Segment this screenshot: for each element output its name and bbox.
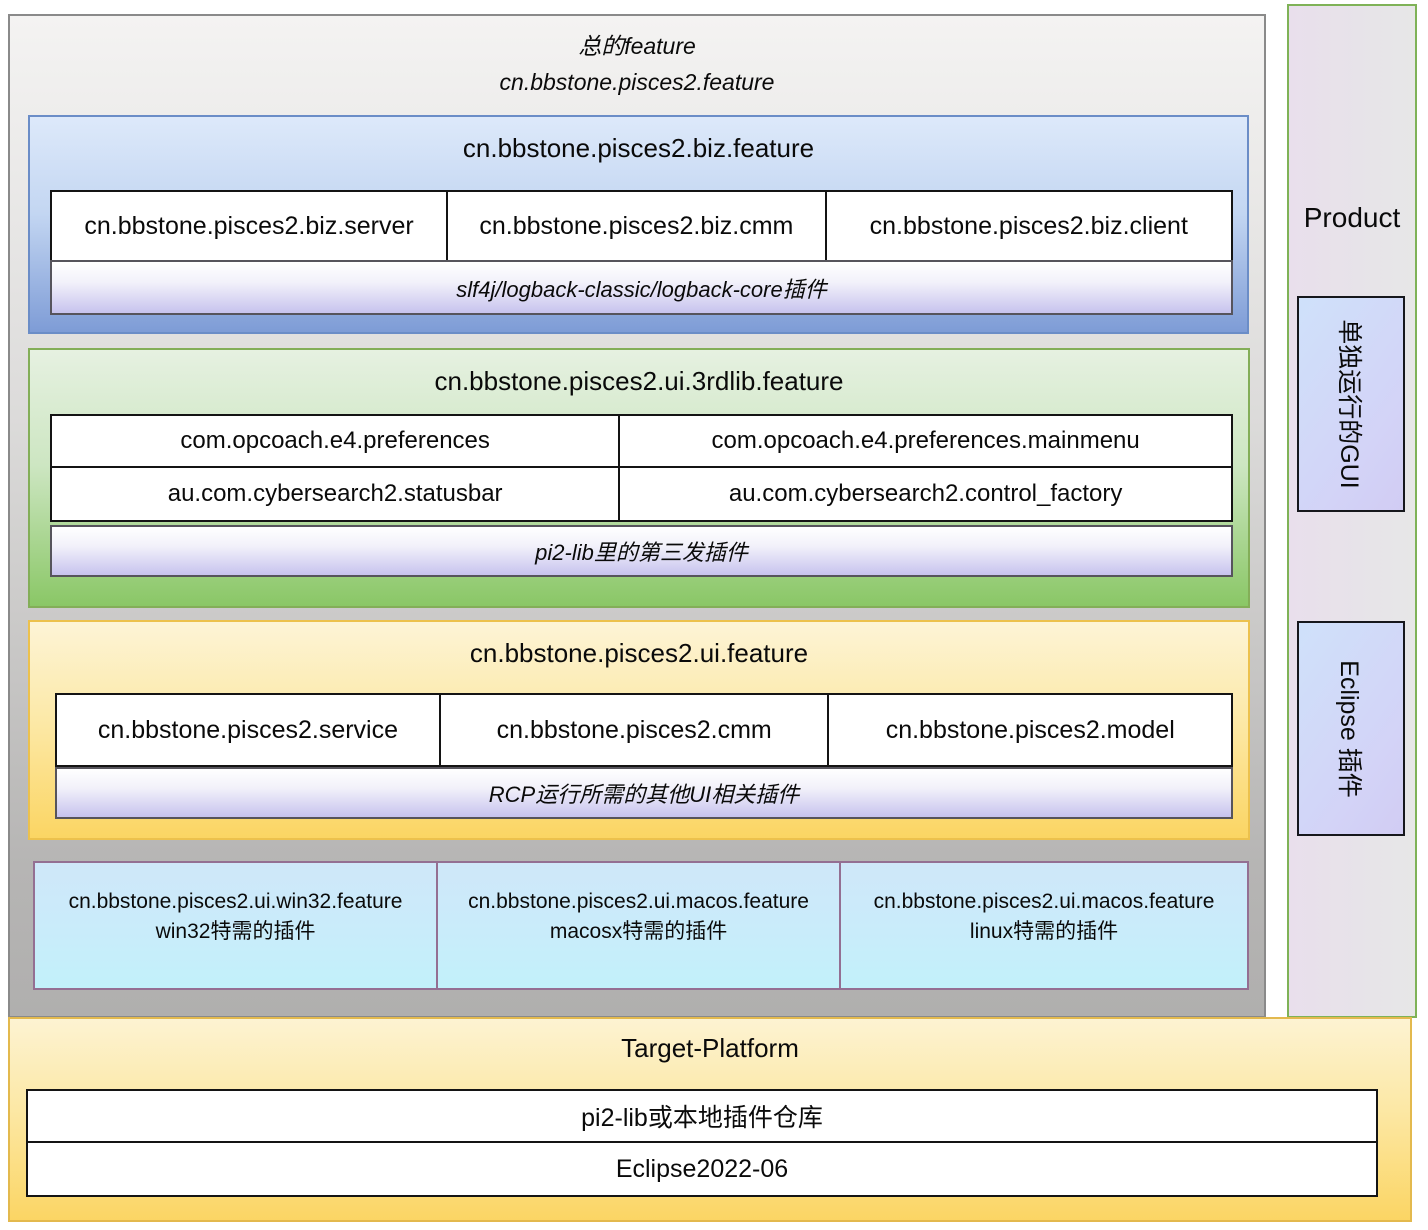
root-title-line1: 总的feature <box>578 33 696 59</box>
repo-row-pi2lib: pi2-lib或本地插件仓库 <box>28 1091 1376 1143</box>
product-sidebar: Product 单独运行的GUI Eclipse 插件 <box>1287 4 1417 1018</box>
plugin-box-biz-server: cn.bbstone.pisces2.biz.server <box>52 192 449 260</box>
plugin-box-control-factory: au.com.cybersearch2.control_factory <box>728 480 1123 507</box>
os-feature-id: cn.bbstone.pisces2.ui.win32.feature <box>68 890 403 913</box>
biz-feature-box: cn.bbstone.pisces2.biz.feature cn.bbston… <box>28 115 1249 334</box>
os-feature-label: win32特需的插件 <box>155 920 316 943</box>
eclipse-plugin-label: Eclipse 插件 <box>1335 659 1363 798</box>
plugin-box-biz-cmm: cn.bbstone.pisces2.biz.cmm <box>448 192 827 260</box>
eclipse-plugin-box: Eclipse 插件 <box>1297 621 1405 836</box>
root-feature-title: 总的feature cn.bbstone.pisces2.feature <box>10 28 1264 100</box>
standalone-gui-box: 单独运行的GUI <box>1297 296 1405 512</box>
os-feature-box-macos: cn.bbstone.pisces2.ui.macos.feature maco… <box>436 861 842 990</box>
plugin-box-service: cn.bbstone.pisces2.service <box>57 695 441 765</box>
ui-plugin-row: cn.bbstone.pisces2.service cn.bbstone.pi… <box>55 693 1233 767</box>
ui-note-bar: RCP运行所需的其他UI相关插件 <box>55 767 1233 819</box>
os-feature-id: cn.bbstone.pisces2.ui.macos.feature <box>873 890 1215 913</box>
os-feature-id: cn.bbstone.pisces2.ui.macos.feature <box>468 890 809 913</box>
product-label: Product <box>1303 202 1401 233</box>
biz-plugin-row: cn.bbstone.pisces2.biz.server cn.bbstone… <box>50 190 1233 262</box>
root-title-line2: cn.bbstone.pisces2.feature <box>499 69 775 95</box>
os-feature-box-win32: cn.bbstone.pisces2.ui.win32.feature win3… <box>33 861 439 990</box>
plugin-box-biz-client: cn.bbstone.pisces2.biz.client <box>869 211 1188 240</box>
os-feature-box-linux: cn.bbstone.pisces2.ui.macos.feature linu… <box>839 861 1249 990</box>
repo-row-eclipse: Eclipse2022-06 <box>615 1154 789 1183</box>
plugin-box-preferences-mainmenu: com.opcoach.e4.preferences.mainmenu <box>620 416 1231 468</box>
plugin-box-preferences: com.opcoach.e4.preferences <box>52 416 621 468</box>
target-platform-title: Target-Platform <box>621 1033 799 1063</box>
os-feature-label: macosx特需的插件 <box>549 920 728 943</box>
thirdlib-note-bar: pi2-lib里的第三发插件 <box>50 525 1233 577</box>
thirdlib-feature-title: cn.bbstone.pisces2.ui.3rdlib.feature <box>434 366 844 396</box>
target-platform-rows: pi2-lib或本地插件仓库 Eclipse2022-06 <box>26 1089 1378 1197</box>
biz-note-bar: slf4j/logback-classic/logback-core插件 <box>50 260 1233 315</box>
ui-feature-title: cn.bbstone.pisces2.ui.feature <box>469 638 809 668</box>
os-feature-label: linux特需的插件 <box>969 920 1119 943</box>
root-feature-panel: 总的feature cn.bbstone.pisces2.feature cn.… <box>8 14 1266 1018</box>
plugin-box-model: cn.bbstone.pisces2.model <box>885 715 1175 744</box>
os-feature-row: cn.bbstone.pisces2.ui.win32.feature win3… <box>33 861 1253 990</box>
plugin-box-cmm: cn.bbstone.pisces2.cmm <box>441 695 830 765</box>
thirdlib-feature-box: cn.bbstone.pisces2.ui.3rdlib.feature com… <box>28 348 1250 608</box>
ui-feature-box: cn.bbstone.pisces2.ui.feature cn.bbstone… <box>28 620 1250 840</box>
standalone-gui-label: 单独运行的GUI <box>1335 319 1363 489</box>
biz-feature-title: cn.bbstone.pisces2.biz.feature <box>462 133 815 163</box>
target-platform-box: Target-Platform pi2-lib或本地插件仓库 Eclipse20… <box>8 1017 1412 1222</box>
plugin-box-statusbar: au.com.cybersearch2.statusbar <box>52 468 621 520</box>
thirdlib-plugin-grid: com.opcoach.e4.preferences com.opcoach.e… <box>50 414 1233 522</box>
